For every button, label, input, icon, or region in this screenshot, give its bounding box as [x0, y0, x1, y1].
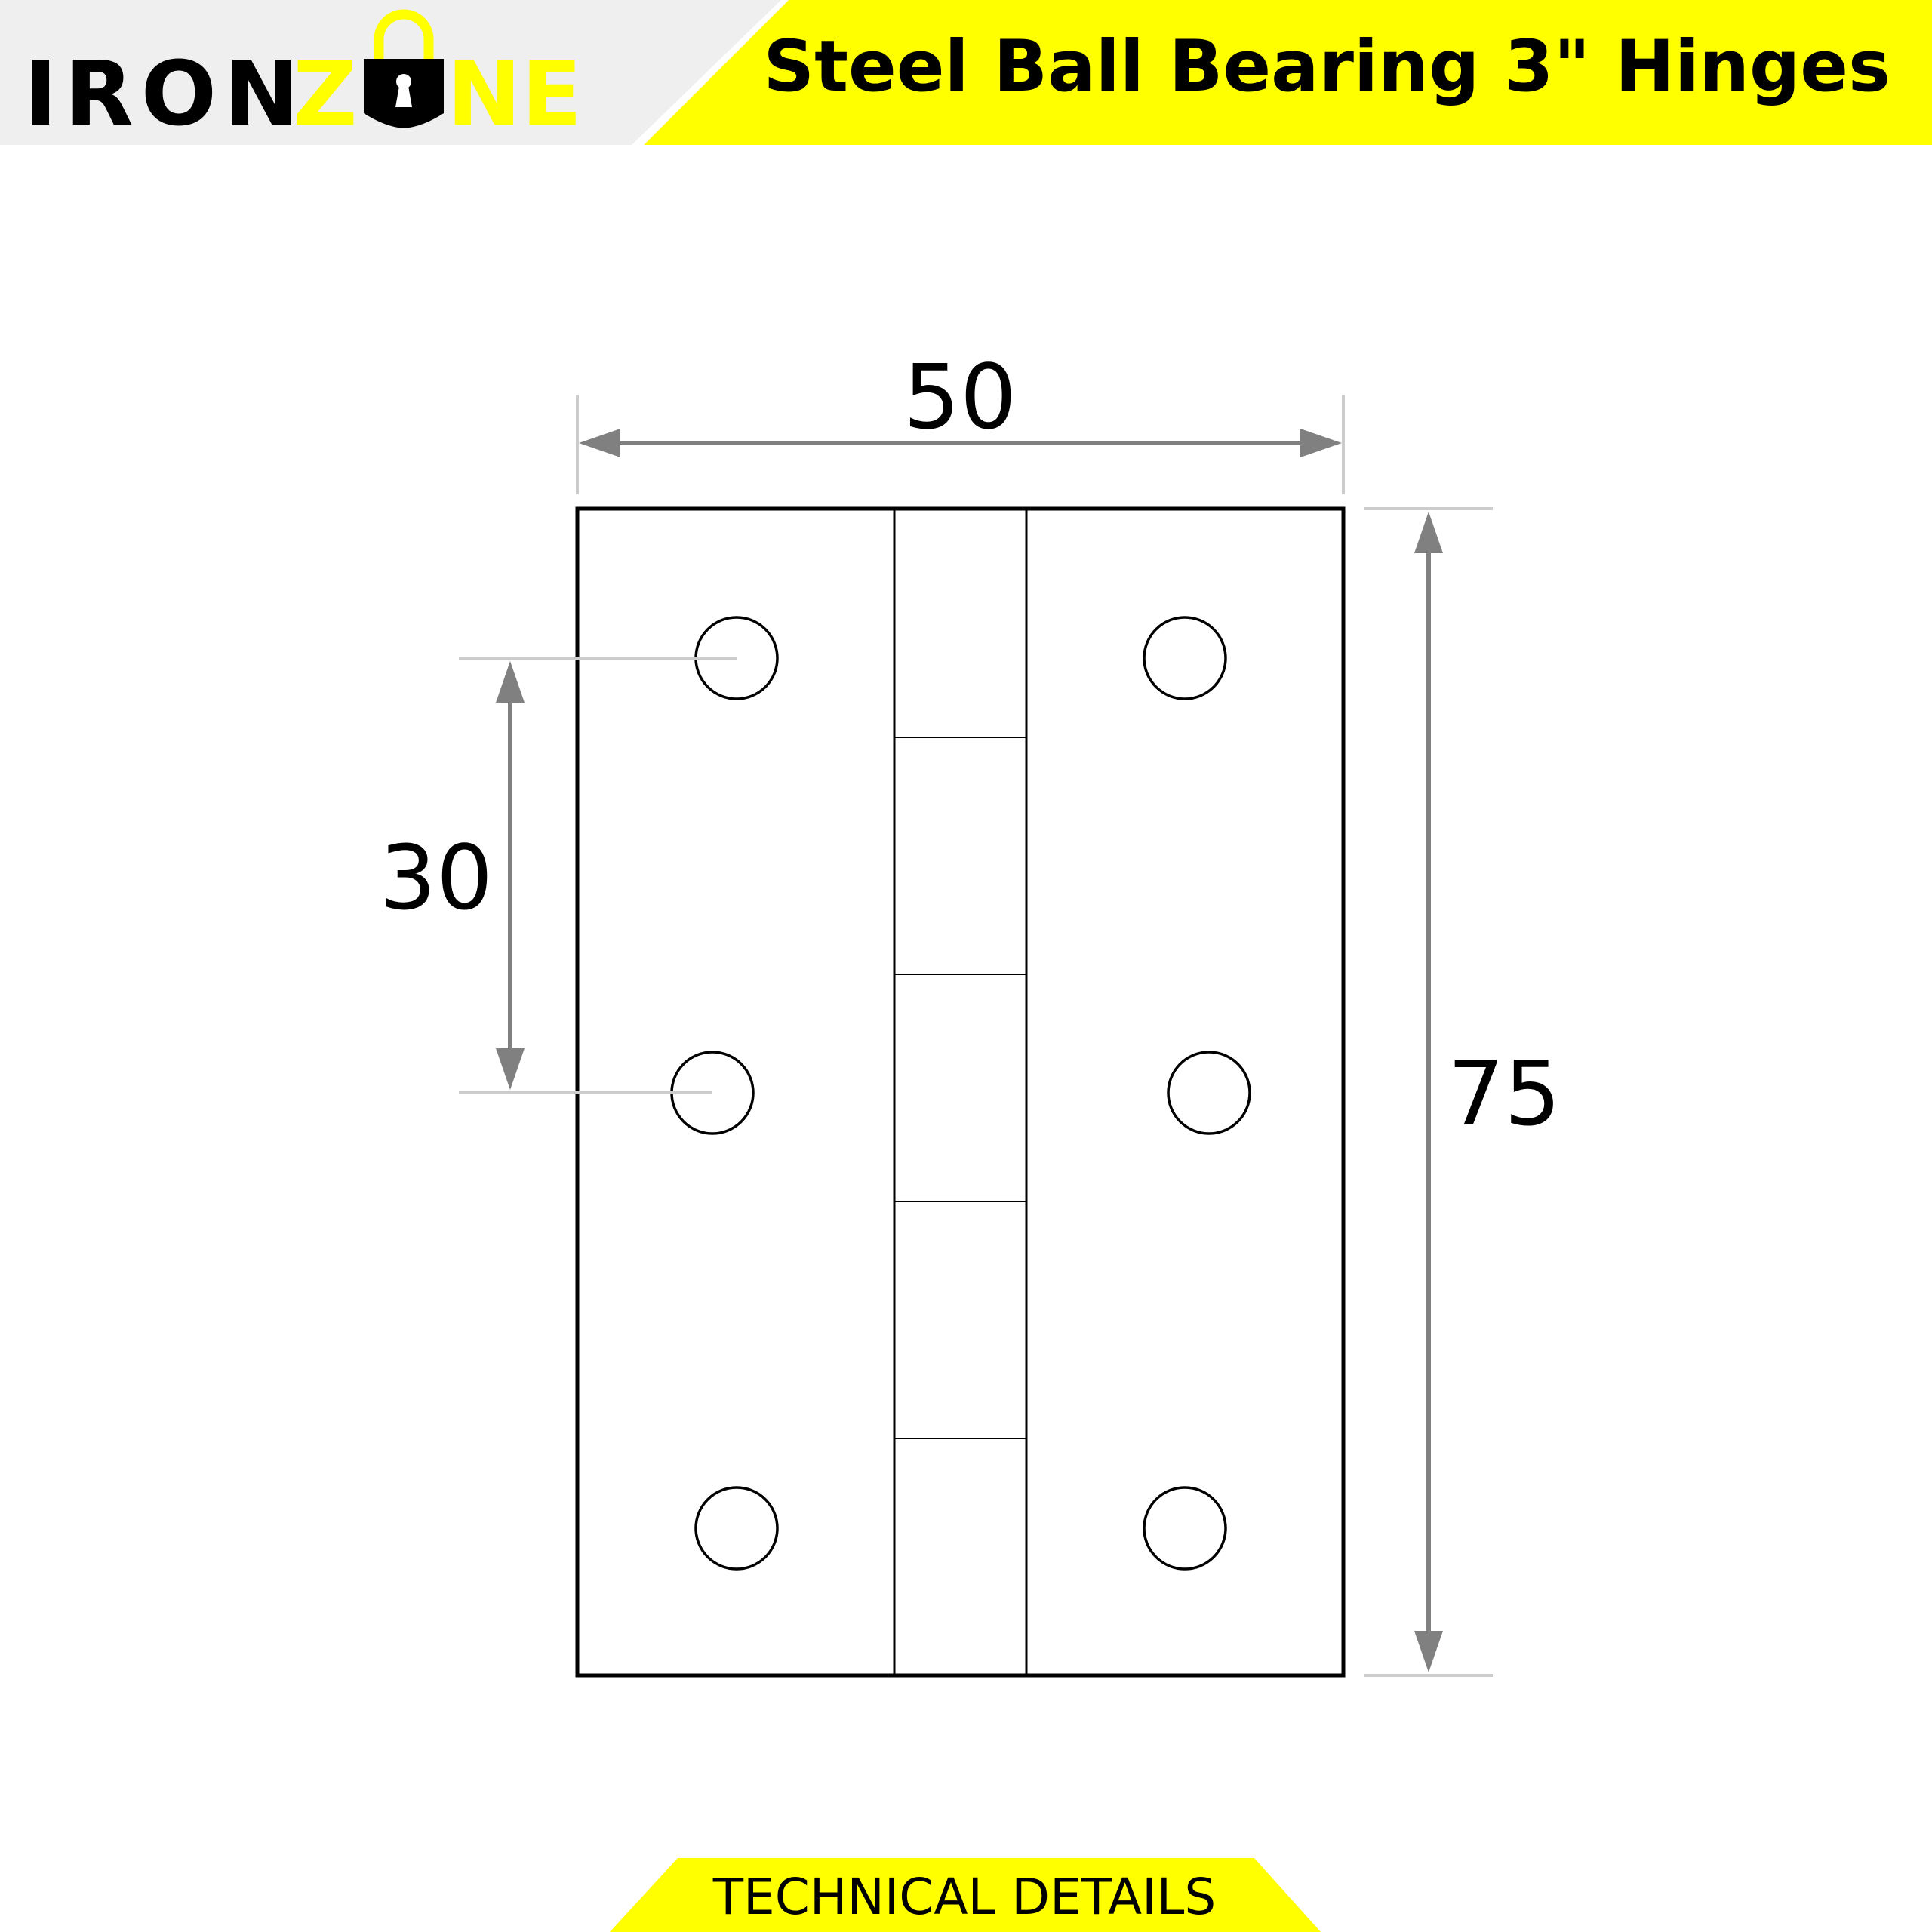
arrowhead [579, 429, 620, 457]
width-dimension-label: 50 [903, 345, 1017, 449]
screw-hole [694, 1486, 779, 1571]
arrowhead [1300, 429, 1342, 457]
footer: TECHNICAL DETAILS [610, 1858, 1321, 1932]
arrowhead [1414, 1631, 1443, 1672]
brand-logo: IRON Z NE [24, 9, 582, 146]
header-banner-stripe [632, 0, 789, 145]
page-title: Steel Ball Bearing 3" Hinges [763, 26, 1890, 108]
footer-label: TECHNICAL DETAILS [712, 1868, 1217, 1926]
header-title-banner [644, 0, 1932, 145]
hole-spacing-label: 30 [380, 826, 493, 930]
arrowhead [496, 661, 525, 703]
height-dimension: 75 [1364, 507, 1561, 1677]
footer-banner [610, 1858, 1321, 1932]
screw-holes [670, 616, 1251, 1571]
header: IRON Z NE Steel Ball Bearing 3" Hinges [0, 0, 1932, 146]
arrowhead [496, 1048, 525, 1090]
brand-name-ne: NE [447, 42, 582, 146]
brand-name-iron: IRON [24, 42, 306, 146]
hinge-knuckle [893, 509, 1028, 1675]
screw-hole [1143, 1486, 1227, 1571]
padlock-icon [364, 9, 444, 128]
hinge-diagram: 50 75 30 [380, 345, 1561, 1678]
screw-hole [1167, 1051, 1251, 1135]
arrowhead [1414, 512, 1443, 553]
width-dimension: 50 [576, 345, 1345, 494]
hole-spacing-dimension: 30 [380, 657, 737, 1094]
brand-name-z: Z [293, 42, 358, 146]
height-dimension-label: 75 [1447, 1041, 1561, 1146]
screw-hole [1143, 616, 1227, 700]
